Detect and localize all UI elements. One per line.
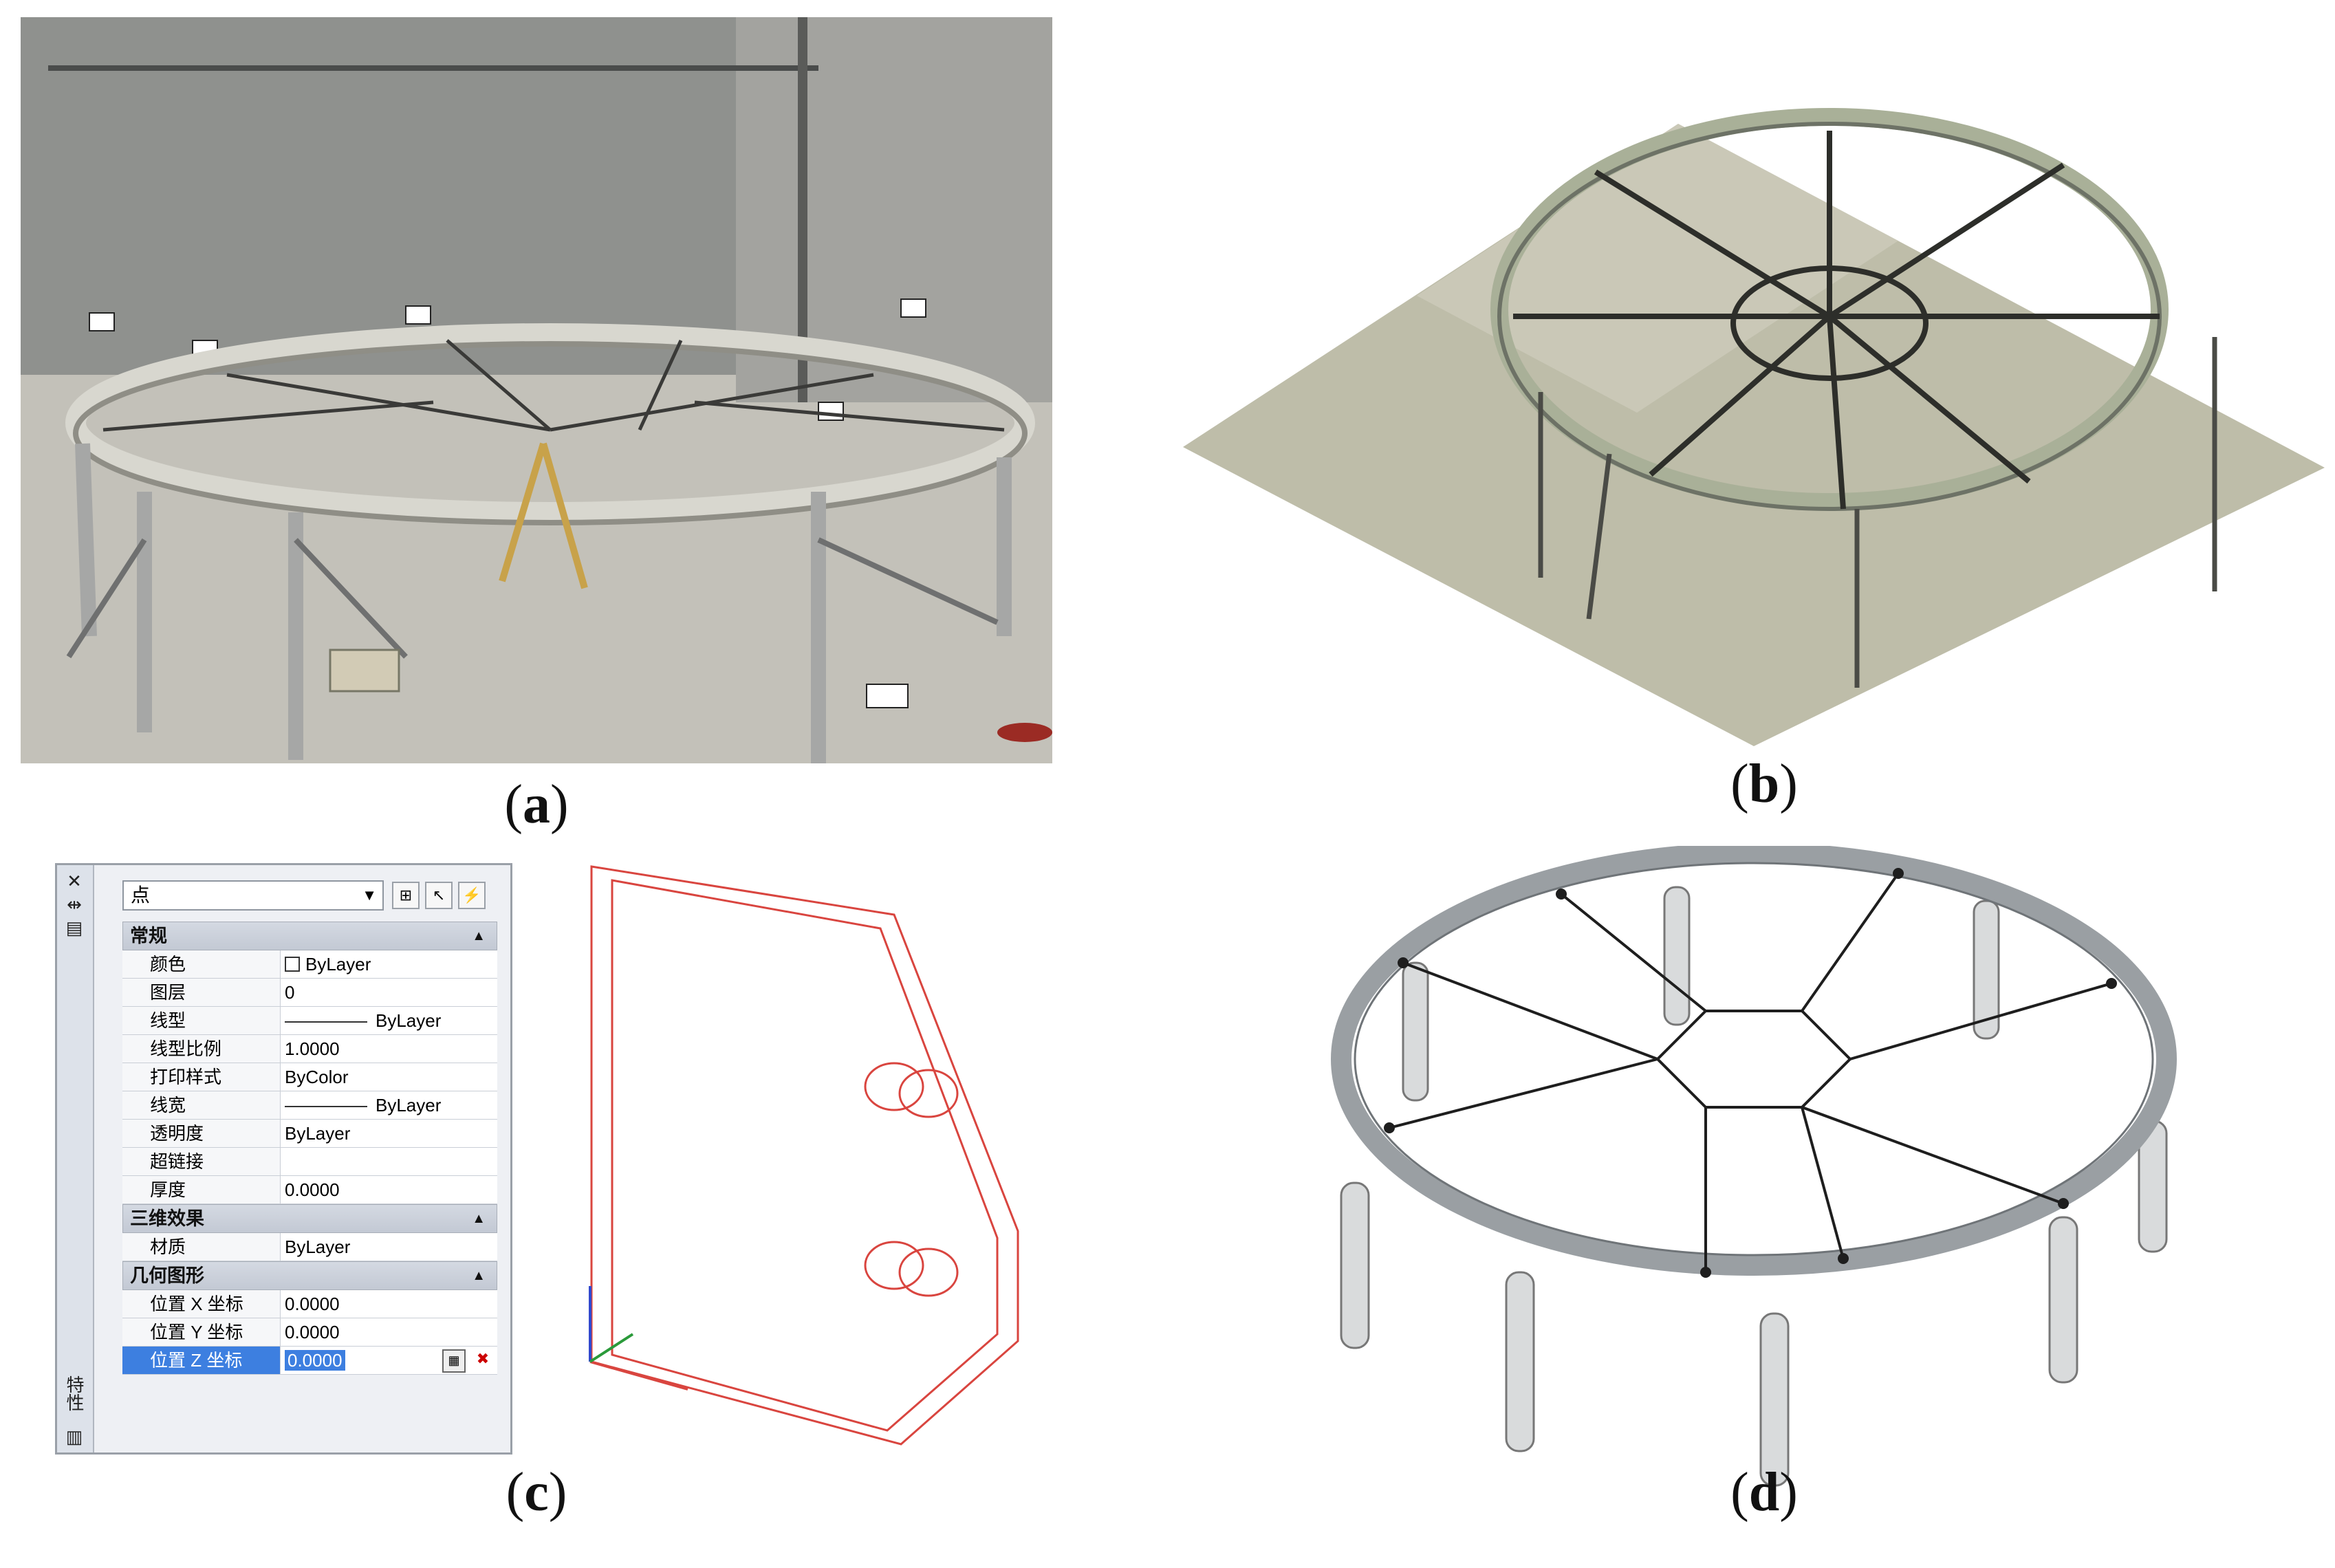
property-value-text: ByLayer (285, 1237, 351, 1257)
property-value-text: ByColor (285, 1067, 349, 1087)
cad-wireframe-view (564, 860, 1045, 1451)
structural-model-illustration (1331, 842, 2177, 1487)
property-value-text: ByLayer (376, 1010, 442, 1031)
section-header[interactable]: 几何图形 ▲ (122, 1261, 497, 1290)
section-title: 三维效果 (130, 1208, 204, 1229)
property-row[interactable]: 线宽 ByLayer (122, 1091, 497, 1120)
section-title: 常规 (130, 926, 167, 946)
property-value-text: 0.0000 (285, 1322, 340, 1342)
property-value[interactable]: 0.0000 (281, 1318, 497, 1346)
collapse-icon[interactable]: ▲ (472, 928, 486, 944)
property-row[interactable]: 线型 ByLayer (122, 1007, 497, 1035)
property-value[interactable]: ByLayer (281, 950, 497, 978)
collapse-icon[interactable]: ▲ (472, 1268, 486, 1283)
property-value[interactable]: 0.0000 (281, 1290, 497, 1318)
property-name: 超链接 (122, 1148, 281, 1175)
select-objects-button[interactable]: ↖ (425, 882, 453, 909)
linetype-sample (285, 1021, 367, 1023)
property-name: 线型 (122, 1007, 281, 1034)
photo-physical-model (21, 17, 1052, 763)
property-row[interactable]: 超链接 (122, 1148, 497, 1176)
calculator-icon[interactable]: ▦ (442, 1349, 466, 1373)
property-row[interactable]: 颜色 ByLayer (122, 950, 497, 979)
property-name: 打印样式 (122, 1063, 281, 1091)
point-cloud-view (1169, 28, 2332, 750)
property-value-text: ByLayer (305, 954, 371, 974)
property-name: 图层 (122, 979, 281, 1006)
property-value[interactable]: 1.0000 (281, 1035, 497, 1063)
autohide-icon[interactable]: ⇹ (67, 894, 82, 915)
section-title: 几何图形 (130, 1265, 204, 1286)
property-value-text: 0.0000 (285, 1179, 340, 1200)
property-name: 透明度 (122, 1120, 281, 1147)
property-value[interactable]: ByLayer (281, 1233, 497, 1261)
property-name: 厚度 (122, 1176, 281, 1204)
property-value[interactable]: 0.0000 ▦ ✖ (281, 1347, 497, 1374)
property-value[interactable]: 0 (281, 979, 497, 1006)
property-name: 位置 Y 坐标 (122, 1318, 281, 1346)
color-swatch (285, 957, 300, 972)
property-value-text: 0 (285, 982, 295, 1003)
object-type-select[interactable]: 点 ▼ (122, 880, 384, 911)
dropdown-arrow-icon: ▼ (362, 886, 377, 904)
structural-model-view (1321, 842, 2187, 1492)
selector-row: 点 ▼ ⊞ ↖ ⚡ (122, 880, 497, 912)
property-value-text: ByLayer (376, 1095, 442, 1115)
property-value-text: 0.0000 (285, 1350, 345, 1371)
property-value[interactable] (281, 1148, 497, 1175)
toggle-pickadd-button[interactable]: ⊞ (392, 882, 420, 909)
property-value[interactable]: ByColor (281, 1063, 497, 1091)
physical-model-illustration (21, 17, 1052, 763)
property-value[interactable]: ByLayer (281, 1007, 497, 1034)
collapse-icon[interactable]: ▲ (472, 1211, 486, 1226)
pick-point-icon[interactable]: ✖ (476, 1350, 490, 1367)
property-value-text: ByLayer (285, 1123, 351, 1144)
caption-a: (a) (504, 774, 569, 835)
property-name: 线型比例 (122, 1035, 281, 1063)
object-type-value: 点 (131, 884, 151, 906)
property-value[interactable]: ByLayer (281, 1120, 497, 1147)
palette-title: 特性 (64, 1375, 85, 1411)
caption-d: (d) (1730, 1462, 1798, 1523)
quick-select-button[interactable]: ⚡ (458, 882, 486, 909)
property-name: 位置 Z 坐标 (122, 1347, 281, 1374)
property-value[interactable]: ByLayer (281, 1091, 497, 1119)
property-name: 材质 (122, 1233, 281, 1261)
property-value-text: 1.0000 (285, 1038, 340, 1059)
point-cloud-illustration (1183, 108, 2325, 746)
palette-grip-icon[interactable]: ▥ (65, 1426, 83, 1447)
palette-menu-icon[interactable]: ▤ (65, 917, 83, 938)
linetype-sample (285, 1106, 367, 1108)
wireframe-illustration (589, 865, 1019, 1446)
property-name: 颜色 (122, 950, 281, 978)
section-header[interactable]: 常规 ▲ (122, 922, 497, 950)
close-icon[interactable]: ✕ (67, 871, 82, 891)
caption-c: (c) (506, 1462, 567, 1523)
palette-sidebar: ✕ ⇹ ▤ 特性 ▥ (57, 865, 94, 1452)
property-value-text: 0.0000 (285, 1294, 340, 1314)
property-value[interactable]: 0.0000 (281, 1176, 497, 1204)
section-header[interactable]: 三维效果 ▲ (122, 1204, 497, 1233)
caption-b: (b) (1730, 754, 1798, 814)
property-name: 线宽 (122, 1091, 281, 1119)
property-name: 位置 X 坐标 (122, 1290, 281, 1318)
